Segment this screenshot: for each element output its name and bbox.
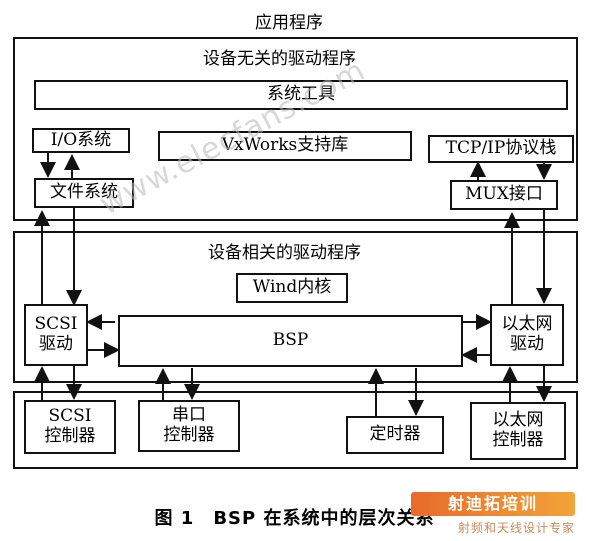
box-scsi-driver: SCSI 驱动 (24, 304, 88, 366)
independent-layer-frame (13, 37, 578, 221)
serial-controller-line2: 控制器 (163, 425, 215, 445)
box-tcpip-stack: TCP/IP协议栈 (428, 135, 574, 163)
box-mux-interface: MUX接口 (450, 180, 558, 210)
label-application: 应用程序 (252, 8, 326, 33)
serial-controller-line1: 串口 (172, 405, 206, 426)
box-system-tools: 系统工具 (34, 80, 568, 110)
box-io-system: I/O系统 (32, 128, 130, 153)
box-scsi-controller: SCSI 控制器 (24, 400, 116, 454)
watermark-logo: 射迪拓培训 (411, 492, 575, 516)
scsi-controller-line2: 控制器 (44, 426, 96, 446)
label-independent-driver: 设备无关的驱动程序 (200, 44, 359, 69)
ethernet-driver-line1: 以太网 (501, 314, 553, 335)
box-ethernet-controller: 以太网 控制器 (470, 402, 566, 460)
box-timer: 定时器 (346, 416, 444, 454)
box-bsp: BSP (118, 315, 463, 367)
hardware-layer-frame (13, 391, 578, 469)
scsi-driver-line1: SCSI (34, 314, 78, 335)
ethernet-driver-line2: 驱动 (510, 334, 544, 354)
box-serial-controller: 串口 控制器 (138, 400, 240, 452)
ethernet-controller-line1: 以太网 (492, 410, 544, 431)
box-vxworks-library: VxWorks支持库 (158, 131, 412, 161)
box-ethernet-driver: 以太网 驱动 (490, 304, 564, 366)
watermark-subtitle: 射频和天线设计专家 (457, 521, 575, 535)
label-dependent-driver: 设备相关的驱动程序 (205, 238, 364, 263)
scsi-controller-line1: SCSI (48, 406, 92, 427)
box-file-system: 文件系统 (34, 178, 134, 208)
dependent-layer-frame (13, 231, 578, 383)
box-wind-kernel: Wind内核 (236, 273, 348, 303)
figure-caption: 图 1 BSP 在系统中的层次关系 (154, 508, 435, 529)
ethernet-controller-line2: 控制器 (492, 430, 544, 450)
scsi-driver-line2: 驱动 (39, 334, 73, 354)
